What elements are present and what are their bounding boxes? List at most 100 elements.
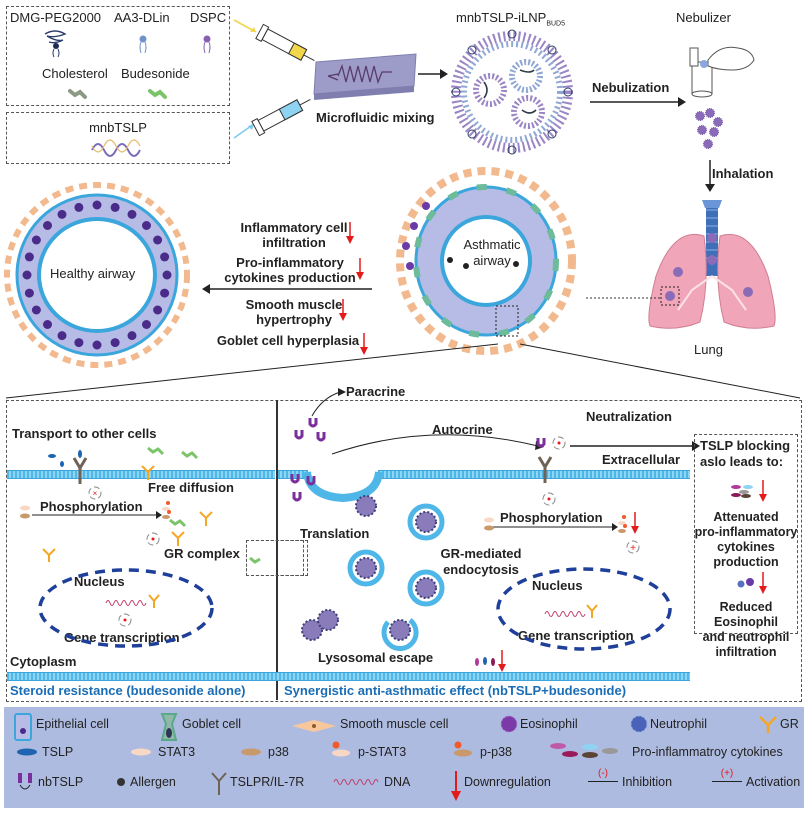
panel-divider xyxy=(276,400,278,700)
epithelial-nucleus xyxy=(43,319,53,329)
epithelial-nucleus xyxy=(22,270,32,280)
label-phosphorylation-left: Phosphorylation xyxy=(40,499,143,514)
budesonide-icon xyxy=(148,89,167,99)
dna-icon xyxy=(333,779,379,785)
stat3-p38-right xyxy=(484,517,494,531)
legend-label: DNA xyxy=(384,775,411,789)
inhibition-icon: (-) xyxy=(588,767,618,782)
inhibition-icon xyxy=(542,492,556,506)
nanoparticle-icon xyxy=(451,29,573,155)
mrna-release-box xyxy=(246,540,308,576)
arrow-phosphorylation-left xyxy=(32,511,162,519)
epithelial-nucleus xyxy=(141,319,151,329)
label-neutralization: Neutralization xyxy=(586,409,672,424)
label-nucleus-left: Nucleus xyxy=(74,574,125,589)
epithelial-nucleus xyxy=(110,202,120,212)
dna-icon xyxy=(544,611,586,617)
legend-label: STAT3 xyxy=(158,745,196,759)
legend-label: Allergen xyxy=(130,775,176,789)
right-panel-title: Synergistic anti-asthmatic effect (nbTSL… xyxy=(284,683,627,698)
inhibition-icon xyxy=(118,613,132,627)
down-arrow-icon xyxy=(631,512,639,534)
tslpr-icon xyxy=(211,772,227,795)
effect-goblet-cell: Goblet cell hyperplasia xyxy=(216,333,360,348)
microfluidic-chip-icon xyxy=(313,53,417,100)
down-arrow-icon xyxy=(346,222,354,244)
arrow-phosphorylation-right xyxy=(486,523,618,531)
p-stat3-icon xyxy=(332,741,350,757)
epithelial-nucleus xyxy=(162,270,172,280)
legend-label: Neutrophil xyxy=(650,717,707,731)
nucleus-right xyxy=(496,567,672,651)
healthy-airway-icon xyxy=(4,182,190,368)
eosinophil-icon xyxy=(500,715,518,733)
epithelial-nucleus xyxy=(31,235,41,245)
zoom-connector-lines xyxy=(5,343,801,399)
down-arrow-icon xyxy=(498,650,506,672)
asthmatic-airway-icon xyxy=(396,167,576,355)
tslpr-receptor-icon xyxy=(72,457,88,484)
cytokines-icon xyxy=(731,485,753,498)
budesonide-molecules xyxy=(141,446,261,564)
neutrophil-icon xyxy=(630,715,648,733)
label-extracellular: Extracellular xyxy=(602,452,681,467)
legend-label: p-p38 xyxy=(480,745,512,759)
syringe-lipid-icon xyxy=(255,23,315,61)
legend-label: Inhibition xyxy=(622,775,673,789)
activation-icon: (+) xyxy=(712,767,742,782)
nucleus-left xyxy=(38,568,214,648)
label-mnbtslp: mnbTSLP xyxy=(89,120,147,135)
down-arrow-icon xyxy=(759,480,767,502)
phospho-right xyxy=(618,515,627,533)
arrow-to-mrna-syringe xyxy=(233,123,255,139)
mrna-payload-box xyxy=(6,112,230,164)
label-gr-complex: GR complex xyxy=(164,546,240,561)
inhibition-icon: × xyxy=(88,486,102,500)
stat3-icon xyxy=(131,748,151,756)
syringe-mrna-icon xyxy=(251,99,311,137)
epithelial-nucleus xyxy=(160,252,170,262)
legend-label: Epithelial cell xyxy=(36,717,109,731)
down-arrow-icon xyxy=(339,299,347,321)
legend-label: Smooth muscle cell xyxy=(340,717,449,731)
label-healthy-airway: Healthy airway xyxy=(50,266,136,281)
arrow-to-nanoparticle xyxy=(418,69,448,79)
phospho-left xyxy=(162,501,171,519)
label-nucleus-right: Nucleus xyxy=(532,578,583,593)
legend-label: GR xyxy=(780,717,799,731)
legend: Epithelial cell Goblet cell Smooth muscl… xyxy=(4,707,804,808)
downstream-cytokines xyxy=(475,657,495,666)
epithelial-nucleus xyxy=(43,221,53,231)
label-nebulization: Nebulization xyxy=(592,80,670,95)
mechanism-panel xyxy=(6,400,802,702)
peg-lipid-icon xyxy=(44,30,67,58)
nbtslp-icon xyxy=(18,773,32,790)
legend-label: Pro-inflammatroy cytokines xyxy=(632,745,783,759)
epithelial-nucleus xyxy=(24,288,34,298)
left-panel-title: Steroid resistance (budesonide alone) xyxy=(10,683,246,698)
epithelial-nucleus xyxy=(92,200,102,210)
arrow-paracrine xyxy=(311,388,346,417)
label-gene-transcription-right: Gene transcription xyxy=(518,628,634,643)
legend-label: p38 xyxy=(268,745,289,759)
legend-label: Goblet cell xyxy=(182,717,242,731)
p-p38-icon xyxy=(454,741,472,757)
lung-zoom-connector xyxy=(586,297,660,299)
dna-icon xyxy=(105,600,147,606)
arrow-to-lipid-syringe xyxy=(233,19,257,33)
dspc-lipid-icon xyxy=(203,35,211,54)
eosinophil-neutrophil-icon xyxy=(737,578,754,588)
cholesterol-icon xyxy=(68,89,87,99)
legend-label: TSLPR/IL-7R xyxy=(230,775,305,789)
epithelial-nucleus xyxy=(57,209,67,219)
legend-label: nbTSLP xyxy=(38,775,84,789)
label-lysosomal-escape: Lysosomal escape xyxy=(318,650,434,665)
arrow-to-tslp-box xyxy=(570,441,700,451)
epithelial-cell-icon xyxy=(14,713,32,741)
lung-icon xyxy=(648,200,776,329)
